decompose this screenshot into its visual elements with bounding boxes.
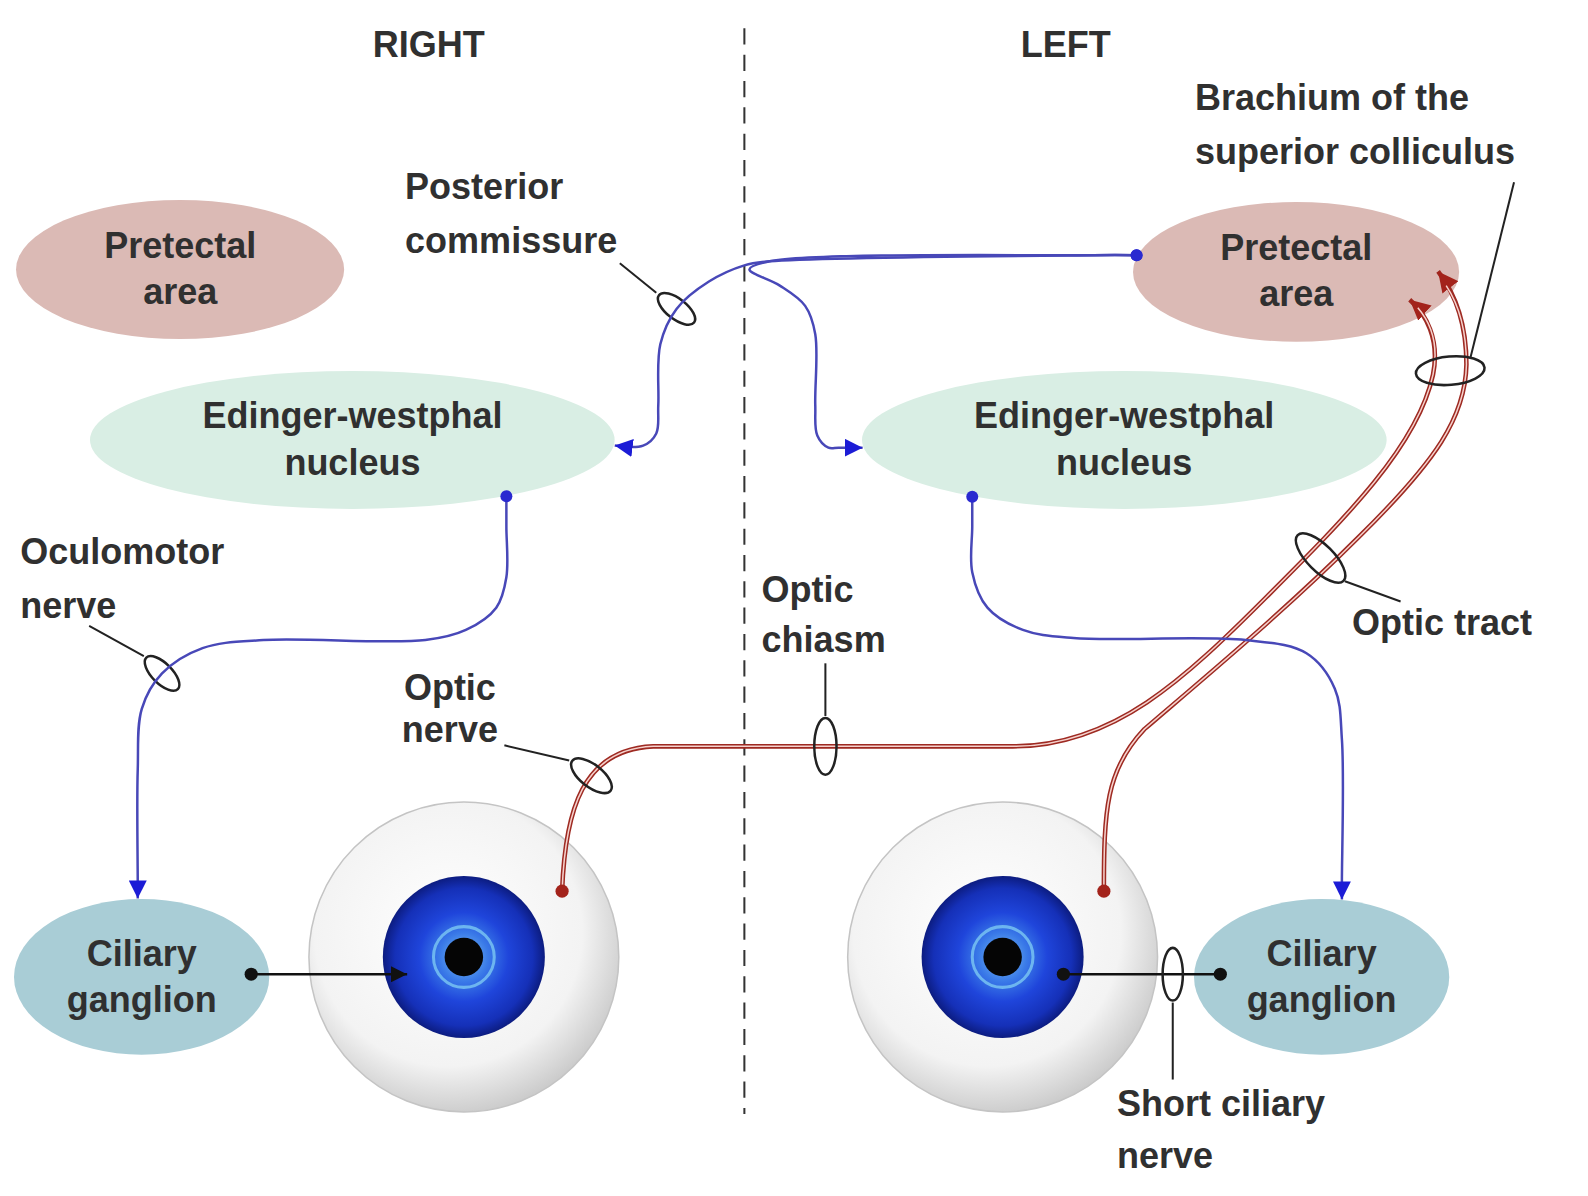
node-outline [15, 199, 345, 340]
pretectal-ellipse: Pretectal area [1132, 201, 1460, 343]
node-text: Edinger-westphal nucleus [187, 393, 517, 487]
structure-label: Optic nerve [390, 667, 510, 751]
right-eyeball [309, 802, 619, 1112]
nucleus-ellipse: Edinger-westphal nucleus [861, 370, 1388, 510]
iris-ring [433, 927, 494, 988]
node-text: Ciliary ganglion [1237, 931, 1407, 1025]
ellipse-fill [90, 371, 615, 509]
sclera [848, 802, 1158, 1112]
node-outline [1193, 898, 1450, 1056]
bundle-ring [814, 718, 836, 775]
bundle-ring [1288, 526, 1352, 590]
structure-label: Optic chiasm [762, 565, 922, 665]
nerve-pathway [971, 497, 1343, 900]
ellipse-fill [1194, 899, 1449, 1055]
left-eyeball [848, 802, 1158, 1112]
leader-line [504, 745, 569, 760]
origin-dot [1131, 249, 1143, 261]
midline [743, 28, 745, 1114]
node-outline [89, 370, 616, 510]
node-outline [1132, 201, 1460, 343]
leader-line [1345, 581, 1401, 601]
ciliary-fiber [251, 973, 407, 976]
ellipse-fill [862, 371, 1387, 509]
nucleus-ellipse: Edinger-westphal nucleus [89, 370, 616, 510]
node-text: Pretectal area [1196, 225, 1396, 319]
side-label: LEFT [1021, 18, 1111, 72]
fiber-dot [1214, 968, 1227, 981]
bundle-ring [1163, 948, 1183, 1001]
pupil [983, 938, 1021, 976]
ellipse-fill [1133, 202, 1459, 342]
node-outline [861, 370, 1388, 510]
bundle-ring [565, 752, 617, 799]
sclera [309, 802, 619, 1112]
iris-ring [972, 927, 1033, 988]
ganglion-ellipse: Ciliary ganglion [13, 898, 270, 1056]
structure-label: Optic tract [1352, 596, 1532, 650]
leader-line [620, 263, 656, 292]
node-text: Edinger-westphal nucleus [959, 393, 1289, 487]
structure-label: Short ciliary nerve [1117, 1078, 1367, 1182]
node-text: Ciliary ganglion [57, 931, 227, 1025]
node-text: Pretectal area [80, 223, 280, 317]
leader-line [824, 663, 826, 716]
retina-dot [556, 885, 569, 898]
retina-dot [1097, 885, 1110, 898]
ganglion-ellipse: Ciliary ganglion [1193, 898, 1450, 1056]
retinal-fiber-core [562, 308, 1435, 891]
leader-line [89, 626, 144, 656]
side-label: RIGHT [373, 18, 485, 72]
leader-line [1172, 1003, 1174, 1080]
structure-label: Oculomotor nerve [20, 525, 260, 633]
retinal-fiber [562, 300, 1435, 891]
ellipse-fill [14, 899, 269, 1055]
ciliary-fiber [1063, 973, 1220, 976]
retinal-fiber [1104, 271, 1467, 891]
ellipse-fill [16, 200, 344, 339]
structure-label: Posterior commissure [405, 160, 665, 268]
structure-label: Brachium of the superior colliculus [1195, 71, 1535, 179]
leader-line [1470, 182, 1514, 357]
bundle-ring [1415, 354, 1486, 388]
pupil [445, 938, 483, 976]
iris [922, 876, 1084, 1038]
origin-dot [1131, 249, 1143, 261]
origin-dot [966, 491, 978, 503]
origin-dot [500, 490, 512, 502]
fiber-dot [1057, 968, 1070, 981]
iris [383, 876, 545, 1038]
pretectal-ellipse: Pretectal area [15, 199, 345, 340]
fiber-dot [245, 968, 258, 981]
node-outline [13, 898, 270, 1056]
